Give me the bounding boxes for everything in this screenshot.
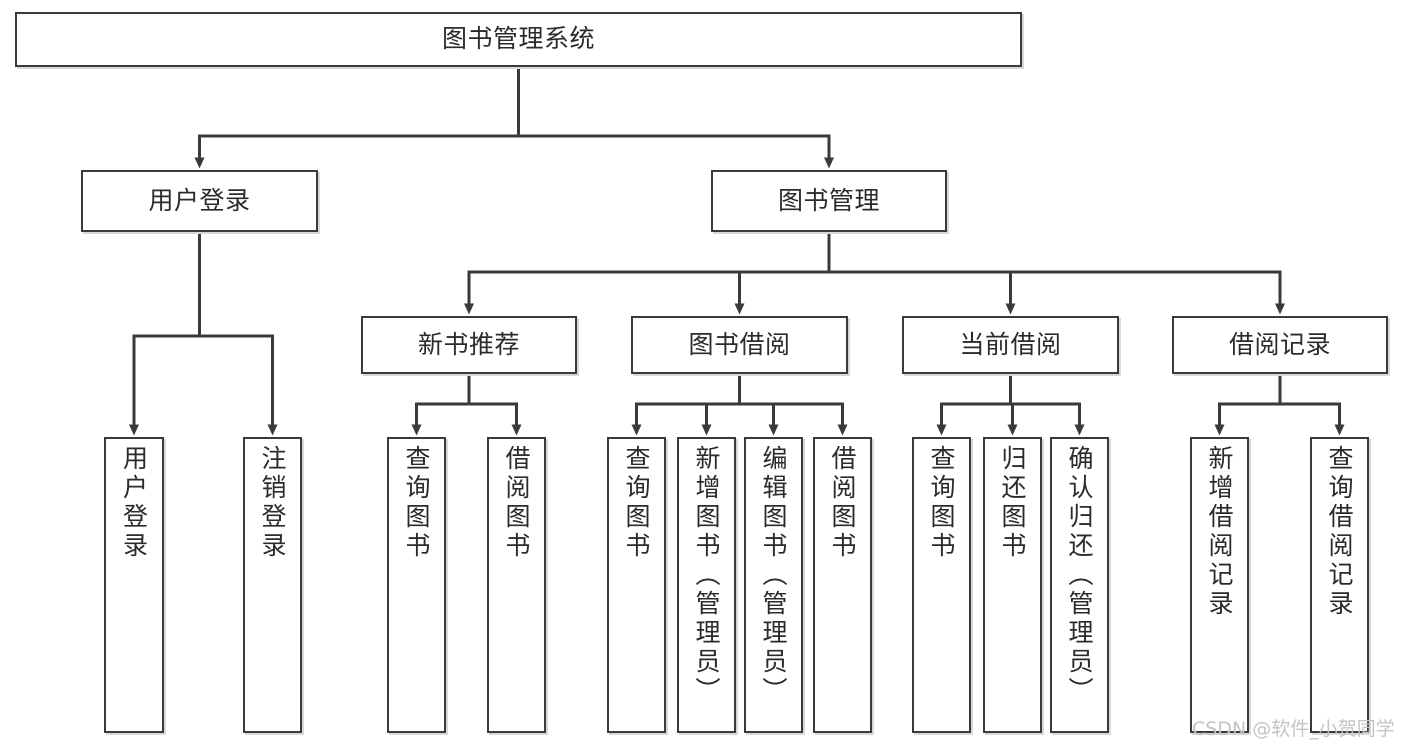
node-leaf-user-login[interactable]: 用户登录 <box>104 437 164 733</box>
node-leaf-add-book[interactable]: 新增图书（管理员） <box>677 437 736 733</box>
node-label: 当前借阅 <box>959 329 1062 359</box>
node-label: 新增借阅记录 <box>1205 445 1234 619</box>
node-label: 归还图书 <box>998 445 1027 561</box>
node-leaf-query-book-2[interactable]: 查询图书 <box>607 437 666 733</box>
node-label: 图书管理 <box>777 185 880 215</box>
node-book-manage[interactable]: 图书管理 <box>711 170 947 232</box>
node-root[interactable]: 图书管理系统 <box>15 12 1022 67</box>
node-leaf-borrow-book-2[interactable]: 借阅图书 <box>813 437 872 733</box>
node-label: 查询借阅记录 <box>1325 445 1354 619</box>
csdn-watermark: CSDN @软件_小贺同学 <box>1192 718 1395 740</box>
node-label: 新增图书（管理员） <box>692 445 721 706</box>
node-label: 查询图书 <box>622 445 651 561</box>
node-book-borrow[interactable]: 图书借阅 <box>631 316 848 374</box>
node-leaf-add-record[interactable]: 新增借阅记录 <box>1190 437 1249 733</box>
node-current-borrow[interactable]: 当前借阅 <box>902 316 1119 374</box>
node-label: 图书借阅 <box>688 329 791 359</box>
node-leaf-query-book-3[interactable]: 查询图书 <box>912 437 971 733</box>
node-label: 编辑图书（管理员） <box>759 445 788 706</box>
node-label: 注销登录 <box>258 445 287 561</box>
node-label: 借阅图书 <box>828 445 857 561</box>
node-leaf-edit-book[interactable]: 编辑图书（管理员） <box>744 437 803 733</box>
node-label: 借阅图书 <box>502 445 531 561</box>
node-leaf-query-book-1[interactable]: 查询图书 <box>387 437 446 733</box>
node-label: 借阅记录 <box>1228 329 1331 359</box>
node-label: 用户登录 <box>148 185 251 215</box>
node-label: 新书推荐 <box>417 329 520 359</box>
node-user-login[interactable]: 用户登录 <box>81 170 318 232</box>
node-label: 用户登录 <box>119 445 149 561</box>
node-new-book-rec[interactable]: 新书推荐 <box>361 316 577 374</box>
node-leaf-confirm-return[interactable]: 确认归还（管理员） <box>1050 437 1109 733</box>
node-leaf-logout[interactable]: 注销登录 <box>243 437 302 733</box>
node-leaf-borrow-book-1[interactable]: 借阅图书 <box>487 437 546 733</box>
node-leaf-return-book[interactable]: 归还图书 <box>983 437 1042 733</box>
node-label: 图书管理系统 <box>441 24 595 54</box>
node-label: 查询图书 <box>927 445 956 561</box>
node-label: 查询图书 <box>402 445 431 561</box>
node-leaf-query-record[interactable]: 查询借阅记录 <box>1310 437 1369 733</box>
node-label: 确认归还（管理员） <box>1065 445 1094 706</box>
node-borrow-record[interactable]: 借阅记录 <box>1172 316 1388 374</box>
